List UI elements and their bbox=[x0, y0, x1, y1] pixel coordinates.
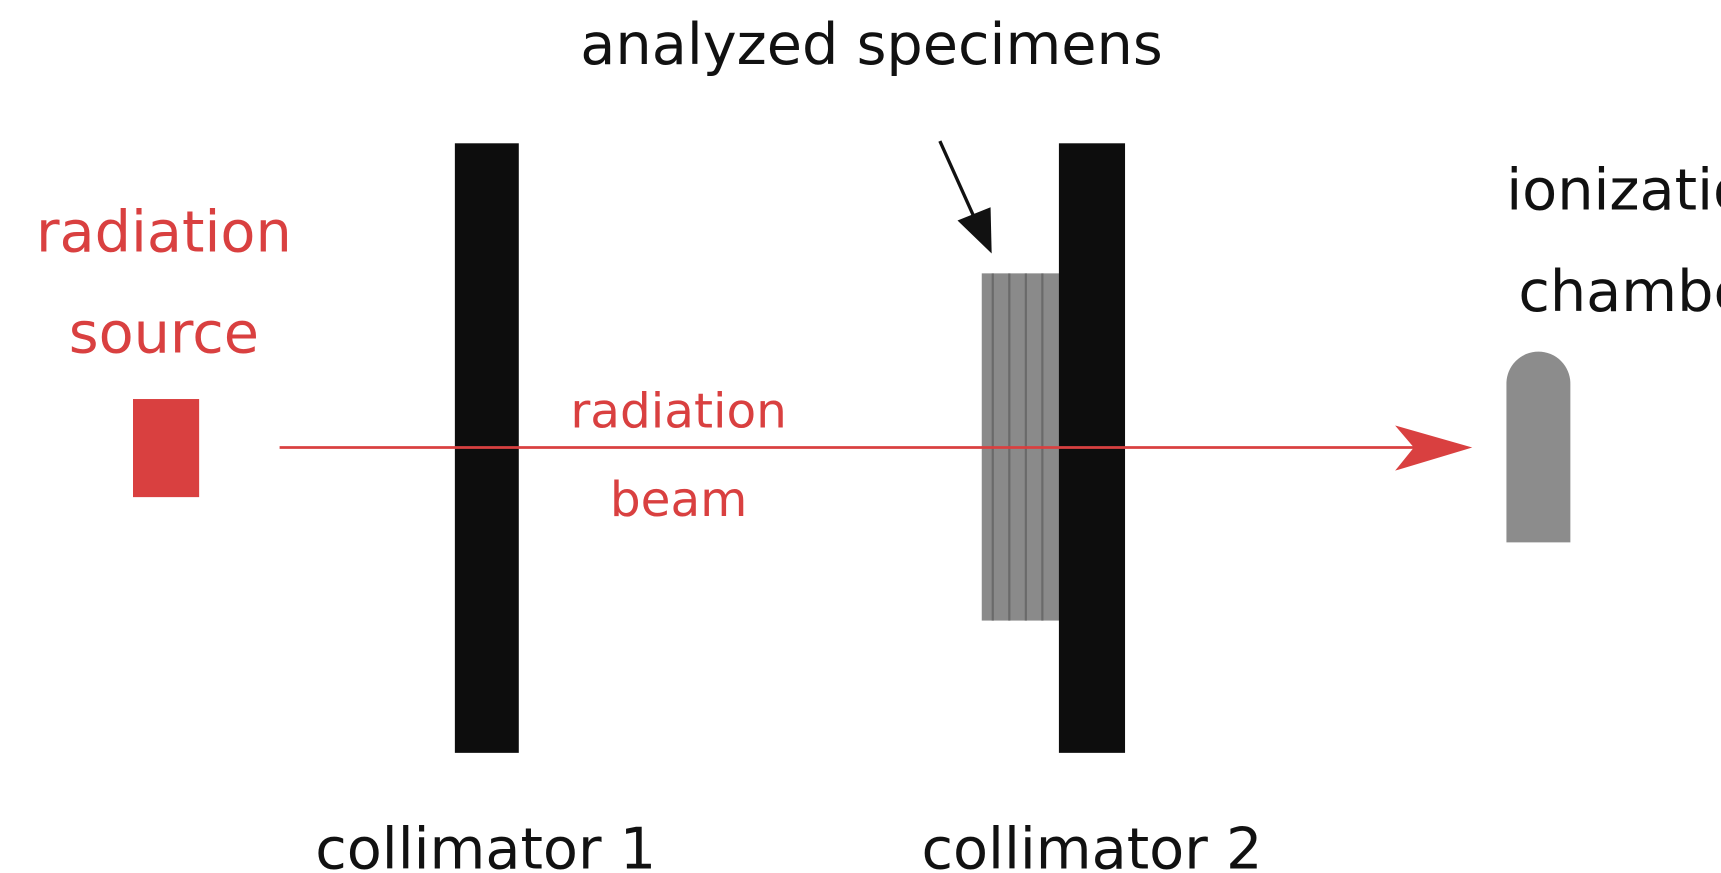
ionization-chamber bbox=[1506, 351, 1571, 543]
beam-label-line2: beam bbox=[610, 472, 748, 528]
source-label-line1: radiation bbox=[36, 198, 292, 265]
source-label-line2: source bbox=[69, 300, 259, 367]
specimens-pointer-arrow bbox=[938, 140, 992, 254]
collimator-2-label: collimator 2 bbox=[921, 816, 1262, 873]
collimator-1-label: collimator 1 bbox=[315, 816, 656, 873]
specimens-label: analyzed specimens bbox=[580, 11, 1162, 78]
beam-label-line1: radiation bbox=[570, 384, 787, 440]
radiation-beam-arrow bbox=[279, 425, 1473, 471]
chamber-label-line2: chamber bbox=[1518, 258, 1721, 325]
chamber-label-line1: ionization bbox=[1506, 156, 1721, 223]
radiation-source bbox=[133, 399, 200, 498]
